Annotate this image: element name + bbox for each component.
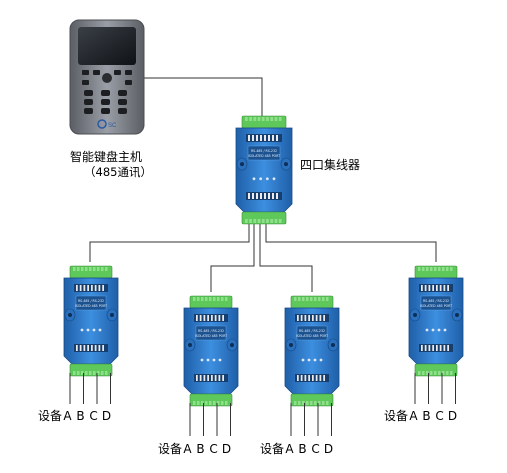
device-name: 设备 — [158, 442, 183, 456]
device-port-label: D — [221, 442, 232, 456]
wire-hub-to-device-4 — [265, 220, 437, 262]
device-name: 设备 — [38, 409, 63, 423]
device-port-label: B — [76, 409, 85, 423]
terminal-block-top — [69, 265, 113, 279]
device-1-leads — [69, 373, 111, 404]
device-port-label: A — [63, 409, 72, 423]
device-name: 设备 — [260, 442, 285, 456]
device-name: 设备 — [384, 409, 409, 423]
wire-hub-to-device-3 — [259, 220, 313, 292]
keyboard-keypad — [82, 70, 132, 114]
keyboard-brand: SC — [108, 123, 117, 129]
keyboard-host: SC — [69, 19, 145, 135]
terminal-block-bottom — [414, 363, 458, 377]
terminal-block-bottom — [189, 393, 233, 407]
device-port-label: C — [311, 442, 320, 456]
terminal-block-top — [290, 295, 334, 309]
terminal-block-bottom — [290, 393, 334, 407]
device-2-leads — [189, 403, 231, 436]
device-port-label: B — [422, 409, 431, 423]
terminal-block-bottom — [69, 363, 113, 377]
device-4-leads — [414, 373, 456, 404]
device-port-label: D — [447, 409, 458, 423]
wire-keyboard-to-hub — [143, 77, 263, 116]
module-model-text: RS-485 / RS-232 — [198, 329, 224, 333]
keyboard-title: 智能键盘主机 — [70, 150, 143, 164]
device-3-leads — [290, 403, 332, 436]
device-port-label: A — [183, 442, 192, 456]
keyboard-logo-icon — [97, 119, 107, 129]
device-port-label: C — [89, 409, 98, 423]
module-port-text: ISOLATED 485 PORT — [248, 154, 280, 158]
keyboard-screen — [78, 27, 136, 65]
device-port-label: C — [435, 409, 444, 423]
module-model-text: RS-485 / RS-232 — [423, 299, 449, 303]
device-port-label: C — [209, 442, 218, 456]
device-port-label: A — [409, 409, 418, 423]
wire-hub-to-device-2 — [210, 220, 255, 292]
device-port-label: D — [101, 409, 112, 423]
module-model-text: RS-485 / RS-232 — [299, 329, 325, 333]
hub-title: 四口集线器 — [300, 158, 361, 172]
device-port-label: A — [285, 442, 294, 456]
device-port-label: B — [298, 442, 307, 456]
module-port-text: ISOLATED 485 PORT — [75, 304, 107, 308]
module-port-text: ISOLATED 485 PORT — [420, 304, 452, 308]
device-port-label: D — [323, 442, 334, 456]
device-port-label: B — [196, 442, 205, 456]
module-model-text: RS-485 / RS-232 — [251, 149, 277, 153]
wire-hub-to-device-1 — [89, 220, 250, 262]
keyboard-subtitle: （485通讯） — [84, 165, 152, 179]
wires — [89, 77, 437, 292]
terminal-block-top — [241, 115, 287, 129]
module-port-text: ISOLATED 485 PORT — [296, 334, 328, 338]
module-port-text: ISOLATED 485 PORT — [195, 334, 227, 338]
terminal-block-bottom — [241, 211, 287, 225]
terminal-block-top — [414, 265, 458, 279]
terminal-block-top — [189, 295, 233, 309]
module-model-text: RS-485 / RS-232 — [78, 299, 104, 303]
